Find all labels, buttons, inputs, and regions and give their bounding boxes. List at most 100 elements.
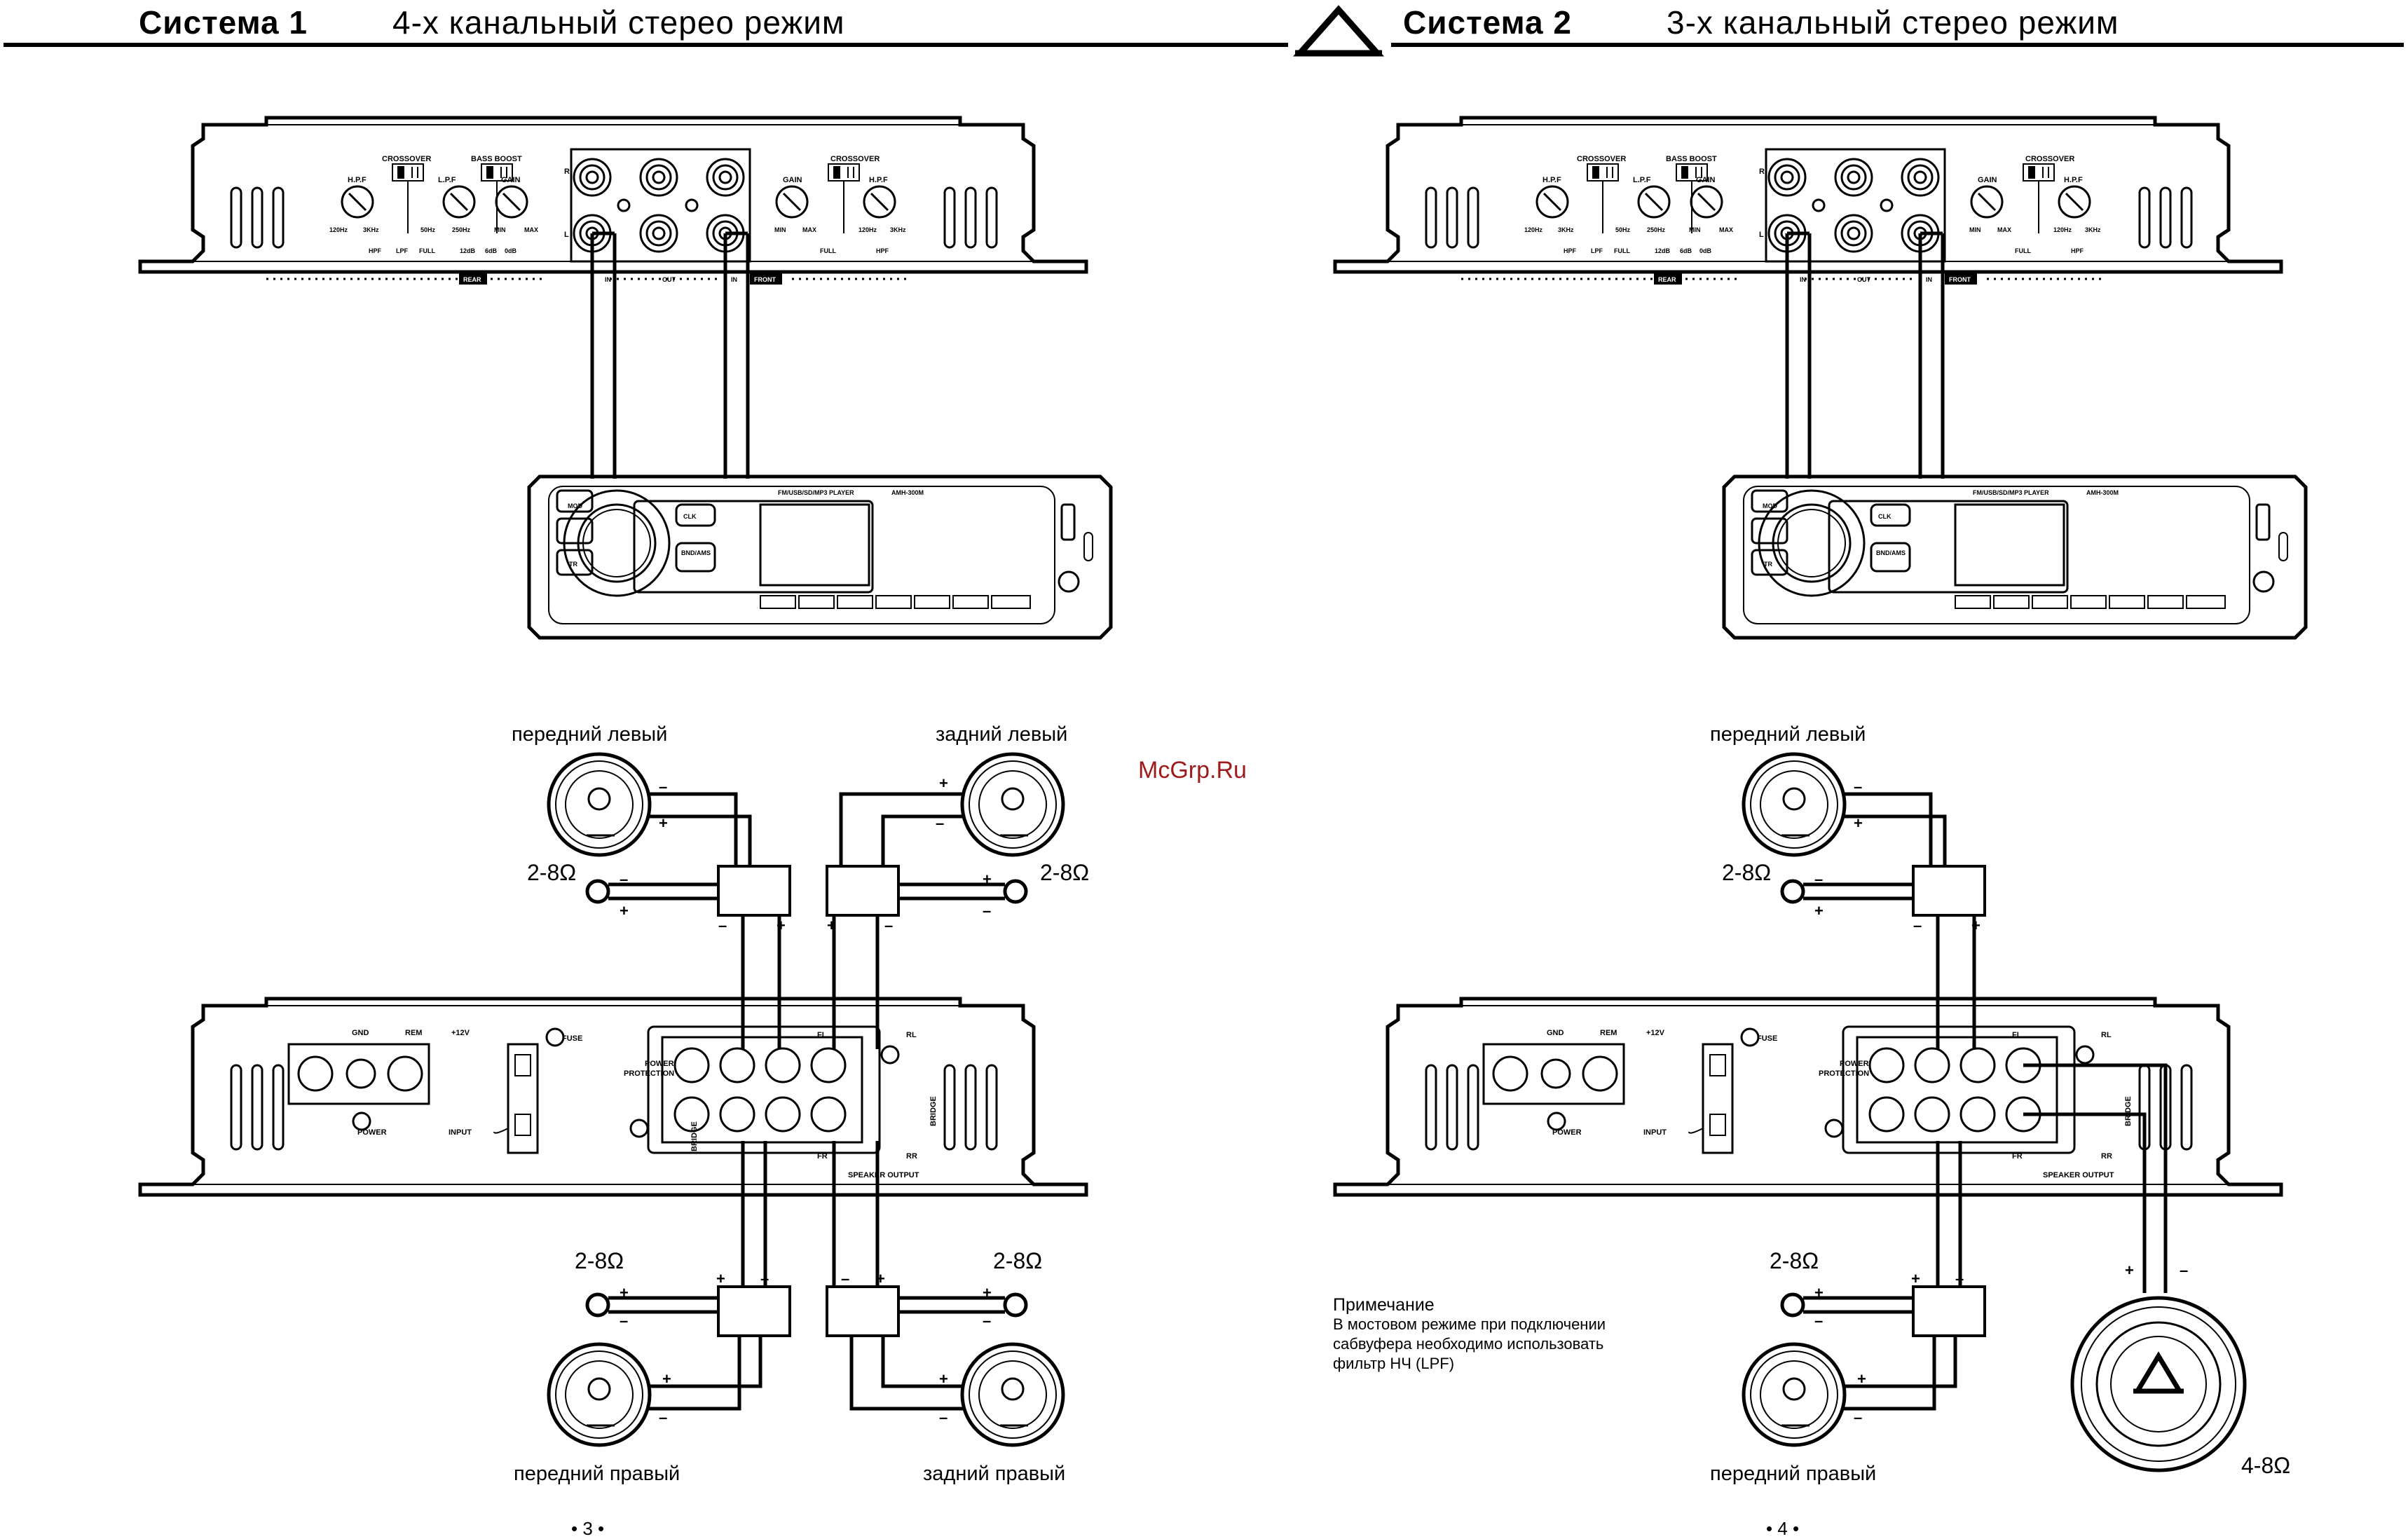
polarity-bottom-left: +– –+ +– +– +– +– bbox=[620, 1270, 992, 1426]
lpf-label: L.P.F bbox=[438, 176, 456, 184]
brand-logo-icon bbox=[2133, 1351, 2184, 1394]
speaker-front-left-2: передний левый bbox=[1710, 723, 1866, 855]
amplifier-controls-2: CROSSOVER BASS BOOST H.P.F L.P.F GAIN 12… bbox=[1335, 118, 2281, 285]
rca-in-r: IN bbox=[1800, 276, 1806, 283]
sw-hpf-r2: HPF bbox=[2071, 247, 2084, 254]
ohm-rear-right: 2-8Ω bbox=[993, 1248, 1042, 1273]
ohm-subwoofer: 4-8Ω bbox=[2241, 1453, 2290, 1478]
rem-label: REM bbox=[405, 1029, 422, 1037]
speaker-front-right: передний правый bbox=[514, 1344, 680, 1485]
note-title: Примечание bbox=[1333, 1295, 1435, 1315]
crossover-label: CROSSOVER bbox=[382, 155, 431, 163]
rr-label-r: RR bbox=[2101, 1152, 2112, 1161]
subwoofer: 4-8Ω bbox=[2070, 1296, 2290, 1478]
svg-text:+: + bbox=[620, 1284, 629, 1301]
sw-hpf-2: HPF bbox=[876, 247, 889, 254]
hu-band-r: BND/AMS bbox=[1876, 549, 1906, 556]
tweeter-rear-right: 2-8Ω bbox=[993, 1248, 1042, 1318]
fr-label-r: FR bbox=[2012, 1152, 2023, 1161]
rca-r-r: R bbox=[1759, 167, 1765, 176]
svg-text:–: – bbox=[884, 917, 893, 934]
gain-label-2: GAIN bbox=[783, 176, 802, 184]
sw-full-r: FULL bbox=[1614, 247, 1630, 254]
svg-text:–: – bbox=[2180, 1261, 2188, 1279]
svg-text:+: + bbox=[620, 902, 629, 919]
hu-model-r: AMH-300M bbox=[2086, 489, 2119, 496]
svg-text:–: – bbox=[620, 1312, 628, 1329]
protection-label-r1: POWER bbox=[1840, 1060, 1869, 1068]
tick-max: MAX bbox=[524, 226, 538, 233]
sw-hpf-r: HPF bbox=[1564, 247, 1577, 254]
rca-in-r2: IN bbox=[1926, 276, 1932, 283]
hu-tr: TR bbox=[569, 561, 577, 568]
v12-label: +12V bbox=[451, 1029, 470, 1037]
ohm-front-right-2: 2-8Ω bbox=[1770, 1248, 1819, 1273]
svg-text:+: + bbox=[777, 917, 786, 934]
ohm-front-right: 2-8Ω bbox=[575, 1248, 624, 1273]
svg-text:–: – bbox=[1814, 870, 1823, 888]
gain-label: GAIN bbox=[501, 176, 521, 184]
ohm-front-left-2: 2-8Ω bbox=[1722, 860, 1771, 885]
power-label: POWER bbox=[357, 1128, 387, 1137]
polarity-top-left: –+ –+ –+ +– +– +– bbox=[620, 774, 992, 934]
input-label: INPUT bbox=[449, 1128, 472, 1137]
speaker-front-right-label: передний правый bbox=[514, 1463, 680, 1485]
tweeter-front-left: 2-8Ω bbox=[527, 860, 610, 904]
header-left-mode: 4-х канальный стерео режим bbox=[392, 4, 845, 41]
tweeter-front-right-2: 2-8Ω bbox=[1770, 1248, 1819, 1318]
header-right-mode: 3-х канальный стерео режим bbox=[1667, 4, 2119, 41]
svg-text:+: + bbox=[1854, 814, 1863, 832]
speaker-front-right-label-2: передний правый bbox=[1710, 1463, 1876, 1485]
sw-0db-r: 0dB bbox=[1699, 247, 1712, 254]
svg-text:–: – bbox=[760, 1270, 769, 1287]
svg-text:–: – bbox=[939, 1409, 948, 1426]
svg-text:–: – bbox=[1814, 1312, 1823, 1329]
svg-text:+: + bbox=[662, 1370, 671, 1388]
bridge-label: BRIDGE bbox=[690, 1121, 699, 1151]
tick-3khz-r: 3KHz bbox=[1558, 226, 1574, 233]
hu-tr-r: TR bbox=[1764, 561, 1772, 568]
sw-6db-r: 6dB bbox=[1680, 247, 1692, 254]
note-line-2: сабвуфера необходимо использовать bbox=[1333, 1335, 1603, 1353]
speaker-rear-left: задний левый bbox=[936, 723, 1067, 855]
svg-text:–: – bbox=[659, 778, 667, 795]
tick-120hz: 120Hz bbox=[329, 226, 348, 233]
svg-text:–: – bbox=[983, 1312, 991, 1329]
crossover-label-r2: CROSSOVER bbox=[2025, 155, 2074, 163]
amplifier-power: GND REM +12V POWER INPUT FUSE POWER PROT… bbox=[140, 999, 1086, 1195]
tick-3khz: 3KHz bbox=[363, 226, 379, 233]
hu-clk-r: CLK bbox=[1878, 513, 1891, 520]
protection-label-1: POWER bbox=[645, 1060, 674, 1068]
front-label-r: FRONT bbox=[1949, 276, 1971, 283]
header-left-system: Система 1 bbox=[139, 4, 308, 41]
sw-full: FULL bbox=[419, 247, 435, 254]
bridge-label-r: BRIDGE bbox=[2124, 1096, 2133, 1126]
svg-text:+: + bbox=[659, 814, 668, 832]
svg-text:–: – bbox=[1913, 917, 1922, 934]
hpf-label: H.P.F bbox=[348, 176, 367, 184]
rem-label-r: REM bbox=[1600, 1029, 1617, 1037]
speaker-rear-right: задний правый bbox=[923, 1344, 1065, 1485]
svg-text:–: – bbox=[718, 917, 727, 934]
rca-out-r: OUT bbox=[1857, 276, 1871, 283]
svg-text:+: + bbox=[1857, 1370, 1866, 1388]
power-label-r: POWER bbox=[1552, 1128, 1582, 1137]
gnd-label: GND bbox=[352, 1029, 369, 1037]
tweeter-front-right: 2-8Ω bbox=[575, 1248, 624, 1318]
system-2: CROSSOVER BASS BOOST H.P.F L.P.F GAIN 12… bbox=[1333, 118, 2306, 1539]
head-unit-2: FM/USB/SD/MP3 PLAYER AMH-300M CLK BND/AM… bbox=[1724, 477, 2306, 638]
rca-l-r: L bbox=[1759, 231, 1764, 239]
speaker-output-label: SPEAKER OUTPUT bbox=[848, 1171, 919, 1179]
speaker-rear-right-label: задний правый bbox=[923, 1463, 1065, 1485]
svg-text:–: – bbox=[1955, 1270, 1964, 1287]
tick-50hz: 50Hz bbox=[420, 226, 436, 233]
speaker-front-left: передний левый bbox=[512, 723, 667, 855]
tick-min-2: MIN bbox=[774, 226, 786, 233]
amplifier-controls: CROSSOVER BASS BOOST H.P.F L.P.F GAIN 12… bbox=[140, 118, 1086, 285]
header-right-system: Система 2 bbox=[1403, 4, 1572, 41]
tick-min-r2: MIN bbox=[1969, 226, 1981, 233]
fr-label: FR bbox=[817, 1152, 828, 1161]
polarity-bottom-right: +– +– +– +– bbox=[1814, 1261, 2188, 1426]
speaker-output-label-r: SPEAKER OUTPUT bbox=[2043, 1171, 2114, 1179]
note-line-3: фильтр НЧ (LPF) bbox=[1333, 1355, 1454, 1372]
